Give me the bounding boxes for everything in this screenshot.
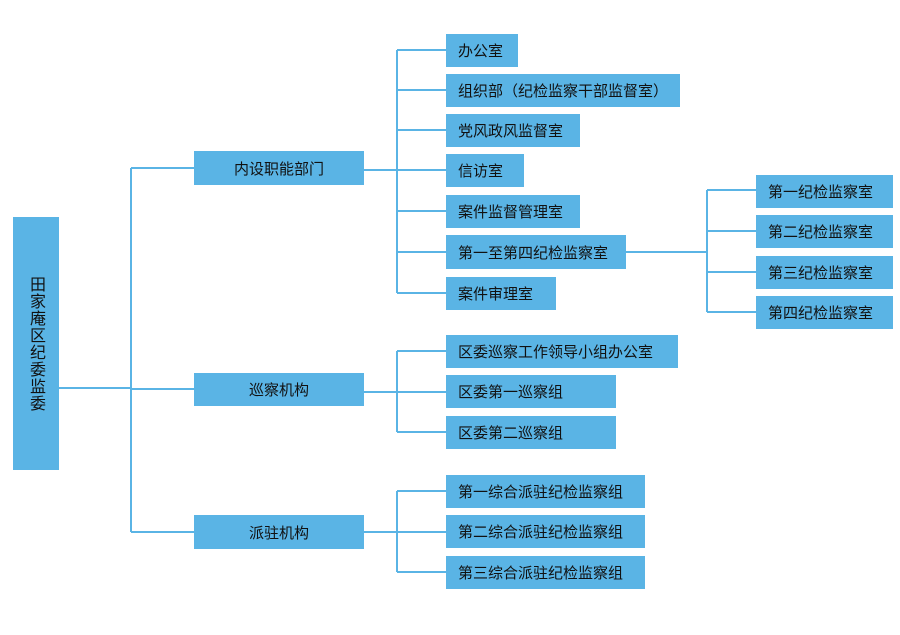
inspection-room-3: 第三纪检监察室 xyxy=(756,256,893,289)
inspection-group-1: 区委第一巡察组 xyxy=(446,375,616,408)
dept-petition: 信访室 xyxy=(446,154,524,187)
dept-inspection-rooms: 第一至第四纪检监察室 xyxy=(446,235,626,269)
branch-dispatched-agencies: 派驻机构 xyxy=(194,515,364,549)
inspection-room-1: 第一纪检监察室 xyxy=(756,175,893,208)
branch-inspection-agencies: 巡察机构 xyxy=(194,373,364,406)
dept-case-management: 案件监督管理室 xyxy=(446,195,580,228)
root-label: 田家庵区纪委监委 xyxy=(27,275,46,412)
inspection-room-4: 第四纪检监察室 xyxy=(756,296,893,329)
branch-internal-departments: 内设职能部门 xyxy=(194,151,364,185)
dispatched-group-1: 第一综合派驻纪检监察组 xyxy=(446,475,645,508)
inspection-room-2: 第二纪检监察室 xyxy=(756,215,893,248)
inspection-group-2: 区委第二巡察组 xyxy=(446,416,616,449)
dept-organization: 组织部（纪检监察干部监督室） xyxy=(446,74,680,107)
root-node: 田家庵区纪委监委 xyxy=(13,217,59,470)
dept-office: 办公室 xyxy=(446,34,518,67)
inspection-leadership-office: 区委巡察工作领导小组办公室 xyxy=(446,335,678,368)
dept-case-review: 案件审理室 xyxy=(446,277,556,310)
dispatched-group-2: 第二综合派驻纪检监察组 xyxy=(446,515,645,548)
dispatched-group-3: 第三综合派驻纪检监察组 xyxy=(446,556,645,589)
dept-discipline-supervision: 党风政风监督室 xyxy=(446,114,580,147)
